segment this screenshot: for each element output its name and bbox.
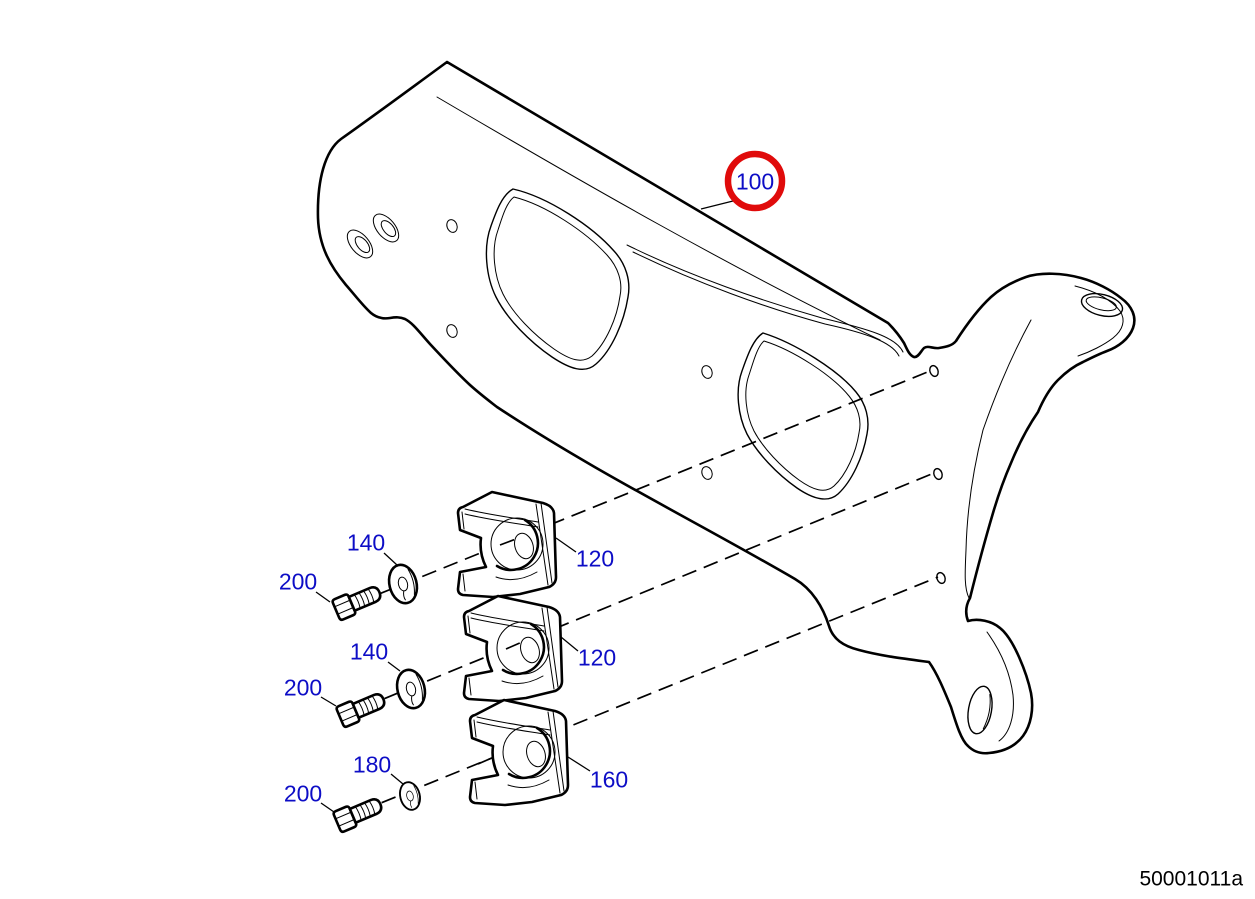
bracket-slot-hole [346,229,374,259]
center-line [338,576,939,821]
bracket-slot-hole [372,213,400,243]
callout-100[interactable]: 100 [735,168,775,195]
leader-line [700,200,734,210]
bracket-tab-inner-line [986,631,1014,742]
center-line [341,472,935,717]
bracket-mount-hole [936,571,946,585]
bracket-small-hole [701,365,713,379]
leader-line [555,537,577,553]
drawing-id: 50001011a [1139,867,1243,891]
callout-140-upper[interactable]: 140 [346,529,386,556]
callout-200-upper[interactable]: 200 [278,568,318,595]
clamp-part-160-lower [468,698,570,807]
bracket-tab-hole [967,685,993,735]
bracket-arm-slot [1080,292,1124,318]
callout-200-middle[interactable]: 200 [283,674,323,701]
bracket-small-hole [701,466,713,480]
assembly-center-lines [336,370,939,821]
washer-part-180-lower [396,779,424,813]
bracket-mount-hole [929,364,939,378]
bracket-outline [316,60,1136,755]
leader-line [320,802,335,813]
leader-line [387,661,401,672]
callout-120-middle[interactable]: 120 [577,644,617,671]
leader-lines [315,200,734,813]
bracket-small-hole [446,324,458,338]
bracket-small-hole [446,219,458,233]
bracket-mount-hole [933,467,943,481]
leader-line [560,636,579,652]
bolt-part-200-lower [331,792,386,834]
mounting-bracket-part [316,60,1136,755]
washer-part-140-middle [391,665,431,713]
leader-line [315,591,331,603]
bracket-top-inner-line [436,96,881,341]
callout-180[interactable]: 180 [352,751,392,778]
bracket-right-cutout [737,332,869,500]
callout-160[interactable]: 160 [589,766,629,793]
callout-200-lower[interactable]: 200 [283,780,323,807]
bracket-neck-band [626,244,904,357]
leader-line [390,773,404,785]
bracket-arm-inner-line [964,319,1032,599]
washer-part-140-upper [383,560,423,608]
callout-120-upper[interactable]: 120 [575,545,615,572]
jaw-center-dashes [477,538,523,765]
clamp-part-120-middle [462,594,564,703]
center-line [336,370,931,612]
bolt-part-200-middle [334,687,389,729]
leader-line [383,552,398,566]
bolt-part-200-upper [330,580,385,622]
leader-line [320,696,337,707]
callout-140-middle[interactable]: 140 [349,638,389,665]
highlight-ring [724,150,786,212]
clamp-part-120-upper [456,490,558,599]
leader-line [567,756,591,772]
bracket-lobe-inner-line [1074,285,1124,357]
bracket-left-cutout [485,188,630,371]
